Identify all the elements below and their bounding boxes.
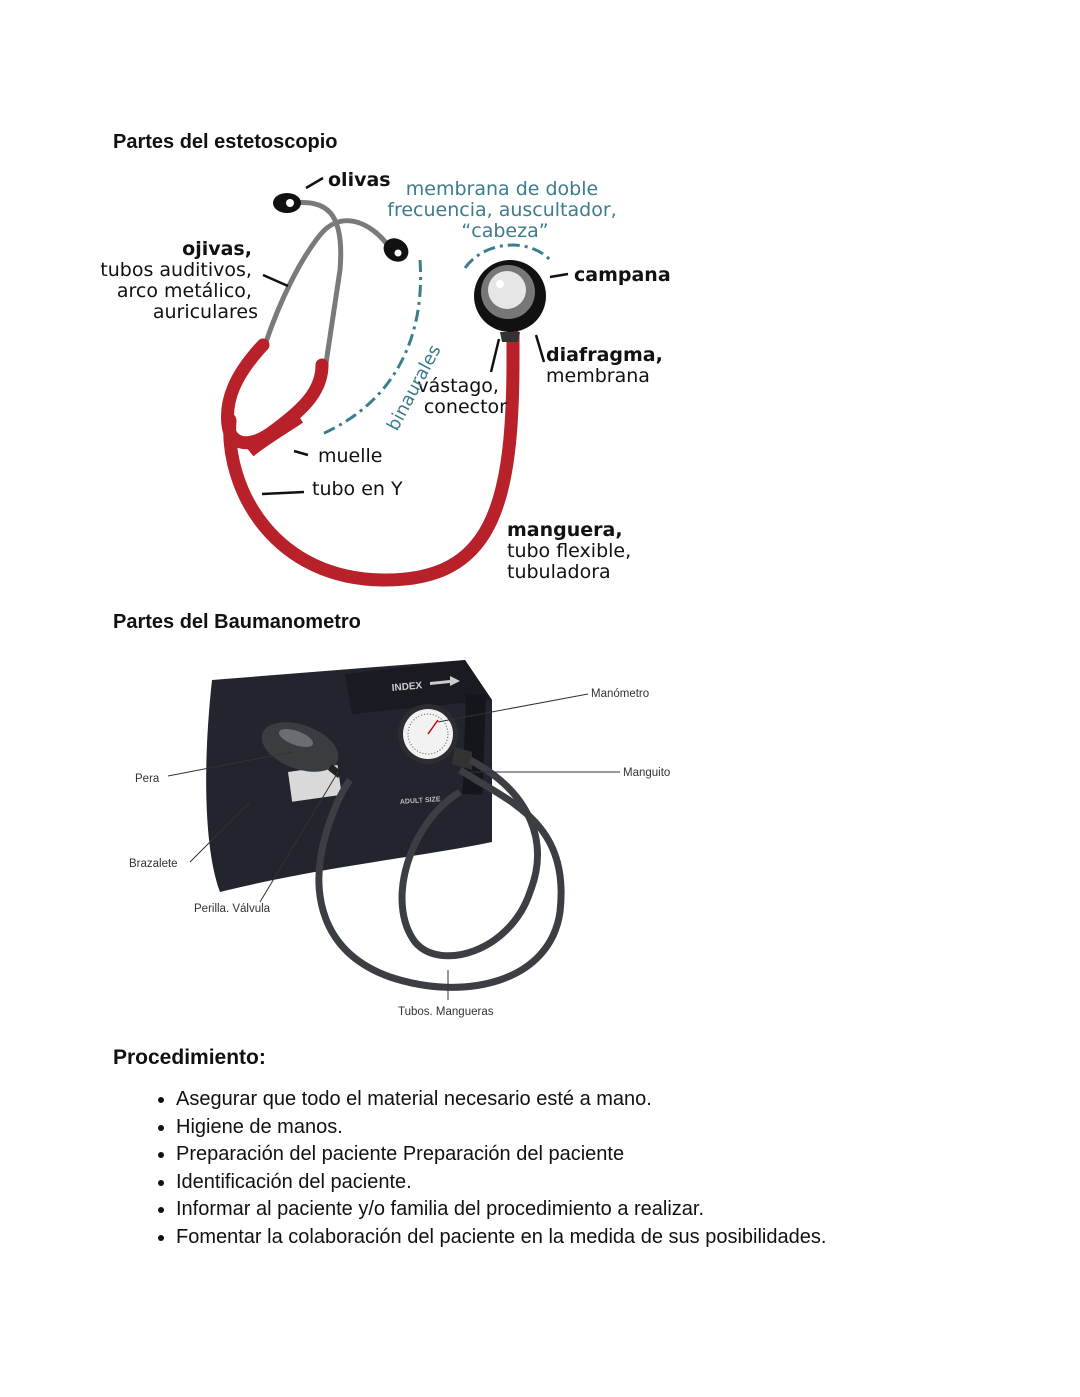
label-membrana-1: membrana de doble	[406, 178, 598, 200]
label-diafragma-2: membrana	[546, 365, 650, 387]
svg-text:vástago, conector: vástago, conector	[417, 375, 507, 418]
procedure-item: Asegurar que todo el material necesario …	[176, 1086, 1056, 1114]
label-tubos: Tubos. Mangueras	[398, 1006, 494, 1018]
label-manguera-2: tubo flexible,	[507, 540, 631, 562]
binaurales-bracket	[319, 259, 423, 437]
label-ojivas-2: tubos auditivos,	[100, 259, 252, 281]
label-brazalete: Brazalete	[129, 858, 178, 870]
label-ojivas-4: auriculares	[153, 301, 258, 323]
svg-text:membrana de doble frecuenc: membrana de doble frecuencia, auscultado…	[387, 178, 622, 242]
label-perilla: Perilla. Válvula	[194, 903, 271, 915]
chest-piece	[474, 260, 546, 342]
y-tube-right	[246, 413, 304, 457]
label-diafragma-1: diafragma,	[546, 344, 663, 366]
svg-text:ojivas, tubos auditivos,: ojivas, tubos auditivos, arco metálico, …	[100, 238, 258, 323]
label-olivas: olivas	[328, 169, 391, 191]
procedure-item: Higiene de manos.	[176, 1114, 1056, 1142]
left-binaural-tube	[292, 200, 344, 371]
label-manguera-1: manguera,	[507, 519, 623, 541]
hose	[223, 328, 520, 587]
heading-procedure: Procedimiento:	[113, 1046, 266, 1069]
sphygmomanometer-diagram: INDEX ADULT SIZE Manómetro Manguito Pera…	[129, 660, 670, 1018]
label-pera: Pera	[135, 773, 160, 785]
label-membrana-2: frecuencia, auscultador,	[387, 199, 616, 221]
label-muelle: muelle	[318, 445, 383, 467]
cabeza-bracket	[463, 243, 552, 269]
label-manometro: Manómetro	[591, 688, 649, 700]
right-binaural-tube	[262, 218, 393, 346]
svg-text:diafragma, membrana: diafragma, membrana	[546, 344, 669, 387]
label-manguito: Manguito	[623, 767, 670, 779]
stethoscope-diagram: olivas membrana de doble frecuencia, aus…	[100, 169, 671, 587]
label-ojivas-1: ojivas,	[182, 238, 252, 260]
label-vastago-1: vástago,	[417, 375, 499, 397]
procedure-item: Informar al paciente y/o familia del pro…	[176, 1196, 1056, 1224]
label-tubo-y: tubo en Y	[312, 478, 403, 500]
index-label: INDEX	[391, 680, 423, 694]
label-membrana-3: “cabeza”	[461, 220, 548, 242]
tube-loop-2	[315, 767, 565, 991]
procedure-item: Preparación del paciente Preparación del…	[176, 1141, 1056, 1169]
procedure-item: Identificación del paciente.	[176, 1169, 1056, 1197]
label-vastago-2: conector	[424, 396, 507, 418]
procedure-list: Asegurar que todo el material necesario …	[136, 1086, 1056, 1252]
procedure-item: Fomentar la colaboración del paciente en…	[176, 1224, 1056, 1252]
svg-text:manguera, tubo flexible,: manguera, tubo flexible, tubuladora	[507, 519, 637, 583]
heading-sphygmomanometer: Partes del Baumanometro	[113, 611, 361, 633]
eartip-left	[273, 193, 301, 213]
label-ojivas-3: arco metálico,	[117, 280, 252, 302]
label-manguera-3: tubuladora	[507, 561, 611, 583]
adult-size-label: ADULT SIZE	[400, 796, 441, 806]
eartip-right	[383, 238, 409, 262]
label-campana: campana	[574, 264, 671, 286]
y-tube-left	[221, 338, 329, 450]
heading-stethoscope: Partes del estetoscopio	[113, 131, 338, 153]
